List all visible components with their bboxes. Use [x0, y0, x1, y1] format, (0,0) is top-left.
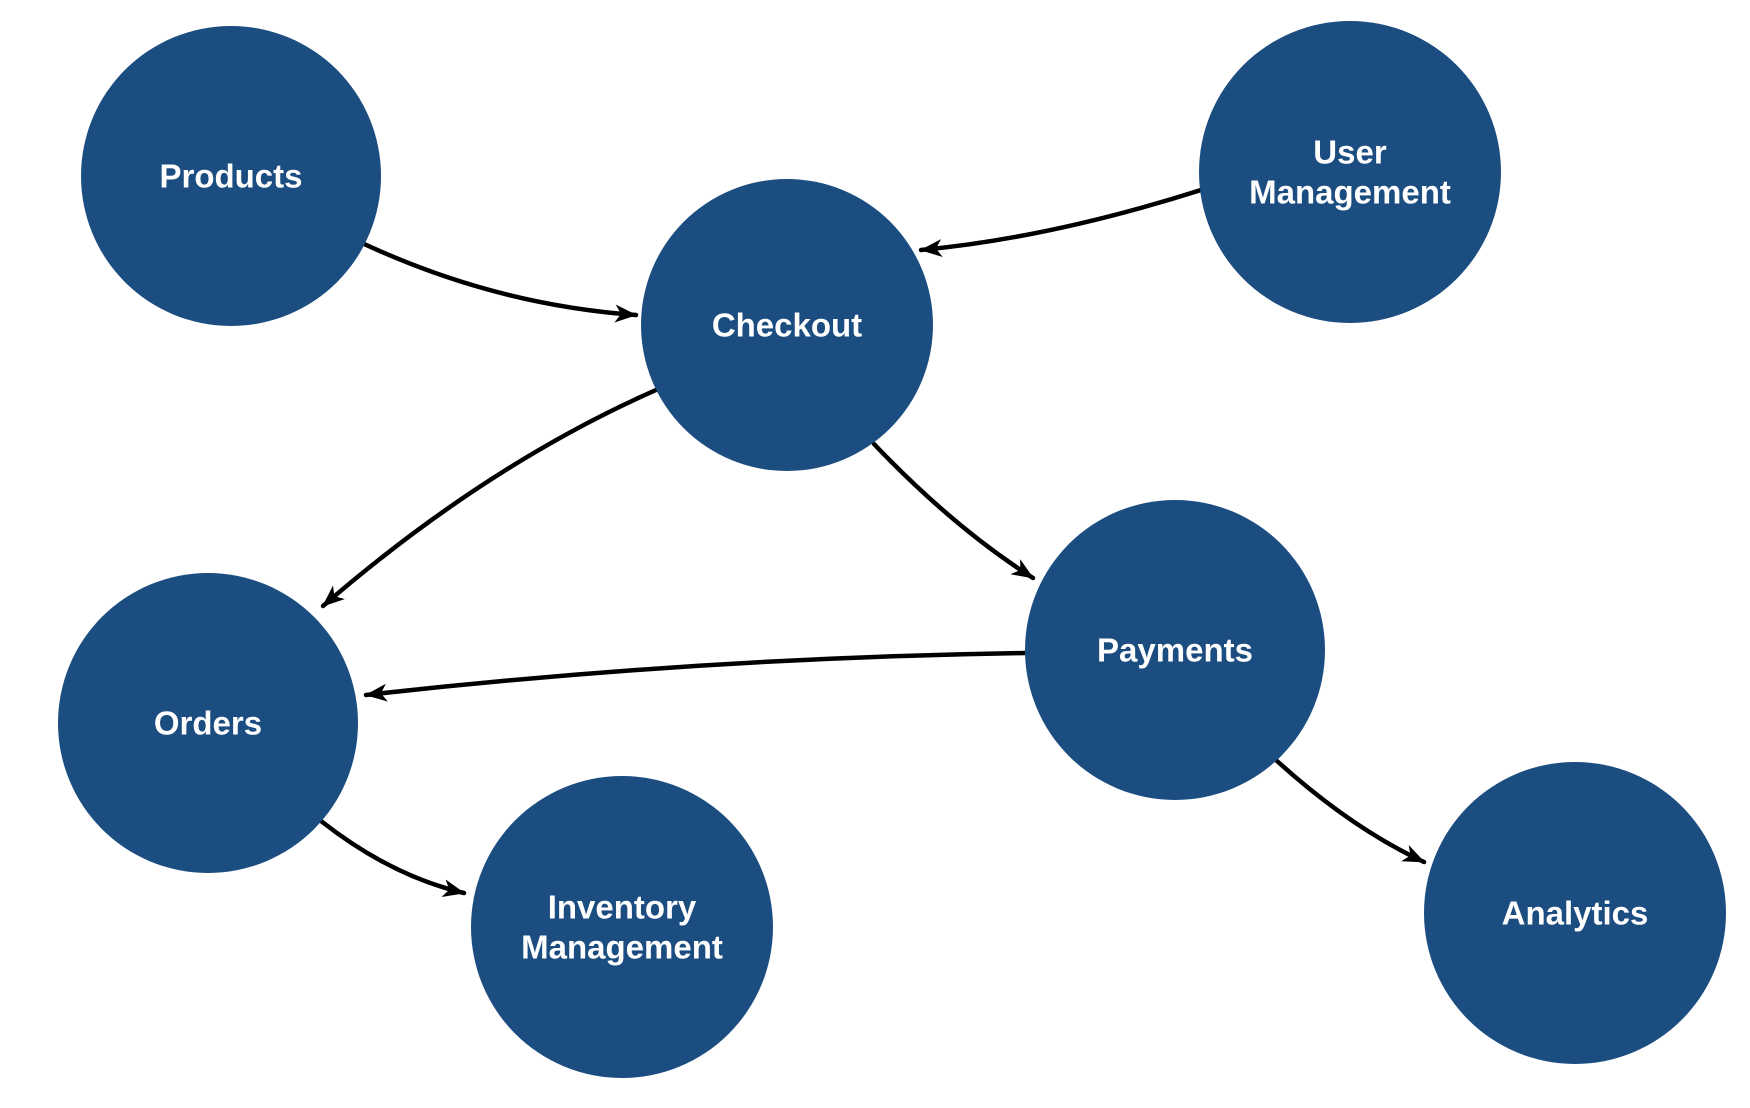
node-user-management-label-line-1: Management	[1249, 174, 1451, 211]
node-orders: Orders	[58, 573, 358, 873]
edge-payments-to-analytics	[1274, 758, 1427, 865]
node-payments-label-line-0: Payments	[1097, 632, 1253, 669]
edge-checkout-to-orders	[320, 387, 659, 609]
node-analytics-circle	[1424, 762, 1726, 1064]
node-products: Products	[81, 26, 381, 326]
node-inventory-management-circle	[471, 776, 773, 1078]
node-payments-circle	[1025, 500, 1325, 800]
node-analytics: Analytics	[1424, 762, 1726, 1064]
nodes-layer: ProductsCheckoutUserManagementOrdersPaym…	[58, 21, 1726, 1078]
edge-payments-to-orders	[363, 650, 1028, 702]
node-checkout-label-line-0: Checkout	[712, 307, 862, 344]
edge-products-to-checkout	[359, 240, 639, 323]
node-inventory-management-label-line-1: Management	[521, 929, 723, 966]
node-analytics-label-line-0: Analytics	[1502, 895, 1649, 932]
node-orders-circle	[58, 573, 358, 873]
node-products-label-line-0: Products	[159, 158, 302, 195]
edge-user-management-to-checkout	[918, 187, 1204, 258]
edge-checkout-to-payments	[871, 441, 1036, 581]
node-user-management-label-line-0: User	[1313, 134, 1387, 171]
edge-orders-to-inventory-management	[318, 818, 467, 897]
node-checkout-circle	[641, 179, 933, 471]
node-inventory-management-label-line-0: Inventory	[548, 889, 697, 926]
node-orders-label-line-0: Orders	[154, 705, 262, 742]
node-checkout: Checkout	[641, 179, 933, 471]
node-products-circle	[81, 26, 381, 326]
node-user-management-circle	[1199, 21, 1501, 323]
node-payments: Payments	[1025, 500, 1325, 800]
edges-layer	[318, 187, 1427, 897]
